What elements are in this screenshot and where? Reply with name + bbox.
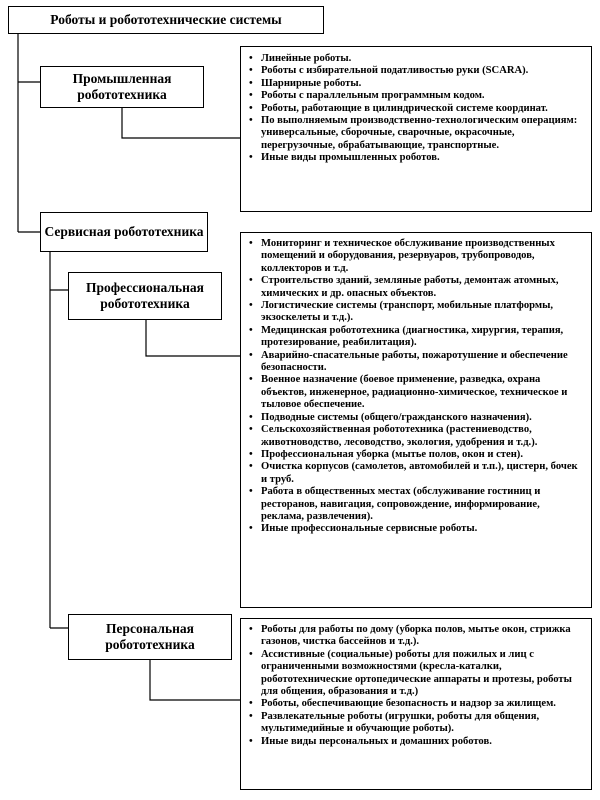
list-item: Профессиональная уборка (мытье полов, ок… bbox=[247, 449, 583, 462]
industrial-list: Линейные роботы. Роботы с избирательной … bbox=[247, 53, 583, 165]
professional-list-box: Мониторинг и техническое обслуживание пр… bbox=[240, 232, 592, 608]
professional-node: Профессиональная робототехника bbox=[68, 272, 222, 320]
list-item: Развлекательные роботы (игрушки, роботы … bbox=[247, 711, 583, 736]
root-node: Роботы и робототехнические системы bbox=[8, 6, 324, 34]
professional-list: Мониторинг и техническое обслуживание пр… bbox=[247, 238, 583, 536]
professional-title: Профессиональная робототехника bbox=[86, 280, 204, 311]
list-item: Мониторинг и техническое обслуживание пр… bbox=[247, 238, 583, 275]
personal-list-box: Роботы для работы по дому (уборка полов,… bbox=[240, 618, 592, 790]
list-item: Роботы с избирательной податливостью рук… bbox=[247, 65, 583, 78]
industrial-title: Промышленная робототехника bbox=[72, 71, 172, 102]
list-item: Ассистивные (социальные) роботы для пожи… bbox=[247, 649, 583, 699]
service-title: Сервисная робототехника bbox=[44, 224, 204, 240]
list-item: Иные виды промышленных роботов. bbox=[247, 152, 583, 165]
list-item: Роботы, обеспечивающие безопасность и на… bbox=[247, 698, 583, 711]
list-item: Роботы с параллельным программным кодом. bbox=[247, 90, 583, 103]
list-item: Шарнирные роботы. bbox=[247, 78, 583, 91]
personal-list: Роботы для работы по дому (уборка полов,… bbox=[247, 624, 583, 748]
list-item: Очистка корпусов (самолетов, автомобилей… bbox=[247, 461, 583, 486]
list-item: Логистические системы (транспорт, мобиль… bbox=[247, 300, 583, 325]
industrial-list-box: Линейные роботы. Роботы с избирательной … bbox=[240, 46, 592, 212]
list-item: Аварийно-спасательные работы, пожаротуше… bbox=[247, 350, 583, 375]
list-item: Военное назначение (боевое применение, р… bbox=[247, 374, 583, 411]
list-item: Сельскохозяйственная робототехника (раст… bbox=[247, 424, 583, 449]
service-node: Сервисная робототехника bbox=[40, 212, 208, 252]
list-item: По выполняемым производственно-технологи… bbox=[247, 115, 583, 152]
list-item: Иные виды персональных и домашних робото… bbox=[247, 736, 583, 749]
list-item: Медицинская робототехника (диагностика, … bbox=[247, 325, 583, 350]
personal-node: Персональная робототехника bbox=[68, 614, 232, 660]
industrial-node: Промышленная робототехника bbox=[40, 66, 204, 108]
list-item: Иные профессиональные сервисные роботы. bbox=[247, 523, 583, 536]
personal-title: Персональная робототехника bbox=[105, 621, 195, 652]
list-item: Линейные роботы. bbox=[247, 53, 583, 66]
list-item: Роботы, работающие в цилиндрической сист… bbox=[247, 103, 583, 116]
list-item: Подводные системы (общего/гражданского н… bbox=[247, 412, 583, 425]
root-title: Роботы и робототехнические системы bbox=[50, 12, 282, 28]
list-item: Роботы для работы по дому (уборка полов,… bbox=[247, 624, 583, 649]
list-item: Строительство зданий, земляные работы, д… bbox=[247, 275, 583, 300]
list-item: Работа в общественных местах (обслуживан… bbox=[247, 486, 583, 523]
